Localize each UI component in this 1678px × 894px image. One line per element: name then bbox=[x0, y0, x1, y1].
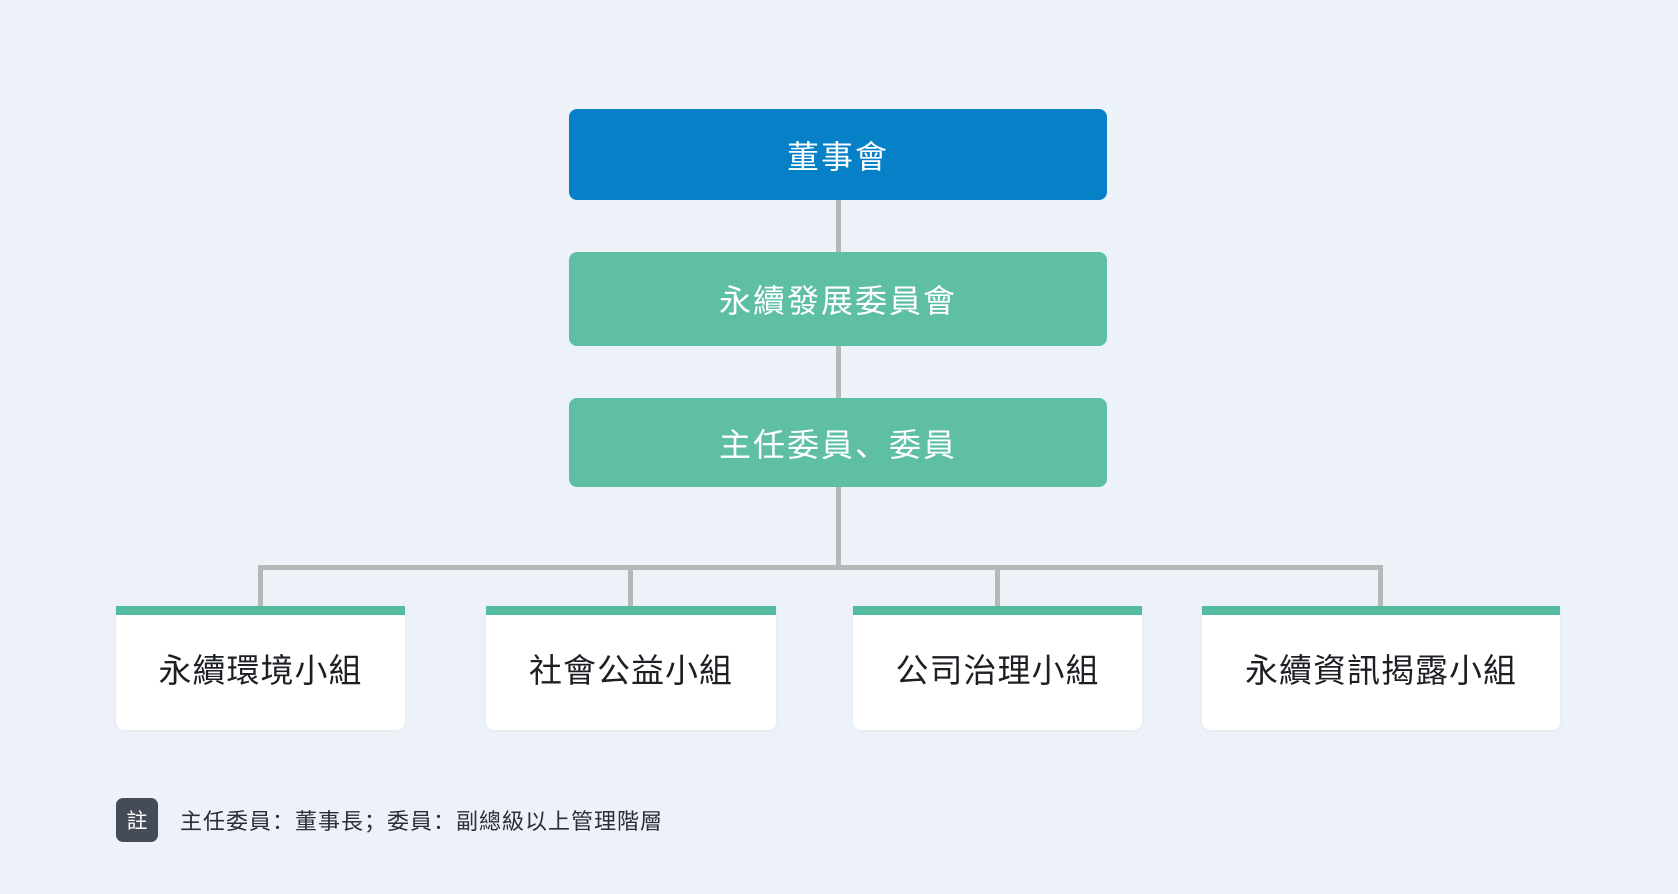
note-text: 主任委員：董事長；委員：副總級以上管理階層 bbox=[180, 809, 664, 834]
connector-members-to-branch bbox=[836, 487, 841, 570]
org-node-governance-group-label: 公司治理小組 bbox=[895, 652, 1100, 689]
org-node-disclosure-group-label: 永續資訊揭露小組 bbox=[1245, 652, 1517, 689]
org-node-sustainability-committee-label: 永續發展委員會 bbox=[718, 283, 957, 319]
connector-drop-group-4 bbox=[1378, 565, 1383, 606]
org-node-board: 董事會 bbox=[569, 109, 1107, 200]
connector-committee-to-members bbox=[836, 346, 841, 398]
connector-drop-group-2 bbox=[628, 565, 633, 606]
connector-branch-horizontal bbox=[258, 565, 1383, 570]
connector-drop-group-1 bbox=[258, 565, 263, 606]
org-node-environment-group: 永續環境小組 bbox=[116, 606, 405, 730]
org-node-governance-group: 公司治理小組 bbox=[853, 606, 1142, 730]
org-node-chair-and-members: 主任委員、委員 bbox=[569, 398, 1107, 487]
org-node-chair-and-members-label: 主任委員、委員 bbox=[718, 426, 957, 463]
footnote: 註 主任委員：董事長；委員：副總級以上管理階層 bbox=[116, 798, 663, 842]
org-node-environment-group-label: 永續環境小組 bbox=[158, 652, 363, 689]
connector-board-to-committee bbox=[836, 200, 841, 252]
org-node-social-welfare-group: 社會公益小組 bbox=[486, 606, 776, 730]
org-node-sustainability-committee: 永續發展委員會 bbox=[569, 252, 1107, 346]
org-node-board-label: 董事會 bbox=[786, 138, 889, 175]
connector-drop-group-3 bbox=[995, 565, 1000, 606]
org-node-disclosure-group: 永續資訊揭露小組 bbox=[1202, 606, 1560, 730]
note-badge: 註 bbox=[116, 798, 158, 842]
org-node-social-welfare-group-label: 社會公益小組 bbox=[529, 652, 733, 689]
